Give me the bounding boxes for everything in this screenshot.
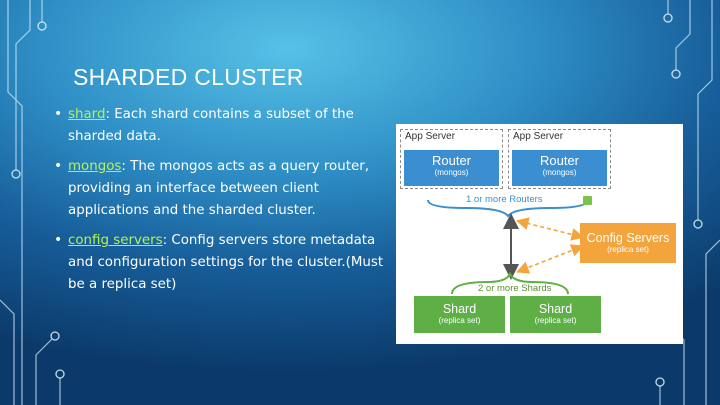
term-link-config-servers[interactable]: config servers [68, 233, 163, 248]
shard-label: Shard [442, 302, 477, 316]
bullet-mongos: mongos: The mongos acts as a query route… [54, 155, 384, 222]
shard-sub: (replica set) [438, 316, 481, 325]
app-server-label: App Server [405, 131, 456, 142]
router-1: Router (mongos) [404, 150, 499, 186]
slide-title: SHARDED CLUSTER [73, 64, 304, 90]
router-label: Router [539, 153, 580, 168]
router-2: Router (mongos) [512, 150, 607, 186]
shards-label: 2 or more Shards [478, 283, 552, 294]
config-label: Config Servers [586, 231, 670, 245]
term-link-mongos[interactable]: mongos [68, 159, 122, 174]
app-server-1: App Server Router (mongos) [400, 129, 503, 189]
shard-1: Shard (replica set) [414, 296, 505, 333]
term-link-shard[interactable]: shard [68, 107, 106, 122]
shards-brace [451, 271, 569, 295]
config-router-arrow [515, 217, 585, 241]
config-shard-arrow [516, 244, 584, 274]
router-sub: (mongos) [434, 168, 469, 177]
shard-2: Shard (replica set) [510, 296, 601, 333]
bullet-text: : The mongos acts as a query router, pro… [68, 159, 369, 218]
routers-label: 1 or more Routers [466, 194, 543, 205]
bullet-text: : Config servers store metadata and conf… [68, 233, 384, 292]
config-sub: (replica set) [607, 245, 649, 254]
shard-sub: (replica set) [534, 316, 577, 325]
config-servers-box: Config Servers (replica set) [580, 223, 676, 263]
app-server-2: App Server Router (mongos) [508, 129, 611, 189]
sharded-cluster-diagram: App Server Router (mongos) App Server Ro… [396, 124, 683, 344]
app-server-label: App Server [513, 131, 564, 142]
bullet-text: : Each shard contains a subset of the sh… [68, 107, 354, 144]
bullet-list: shard: Each shard contains a subset of t… [54, 103, 384, 304]
router-sub: (mongos) [542, 168, 577, 177]
shard-label: Shard [538, 302, 573, 316]
leaf-icon [583, 196, 592, 205]
bullet-config-servers: config servers: Config servers store met… [54, 229, 384, 296]
bullet-shard: shard: Each shard contains a subset of t… [54, 103, 384, 148]
diagram-connectors [427, 199, 589, 295]
router-label: Router [431, 153, 472, 168]
